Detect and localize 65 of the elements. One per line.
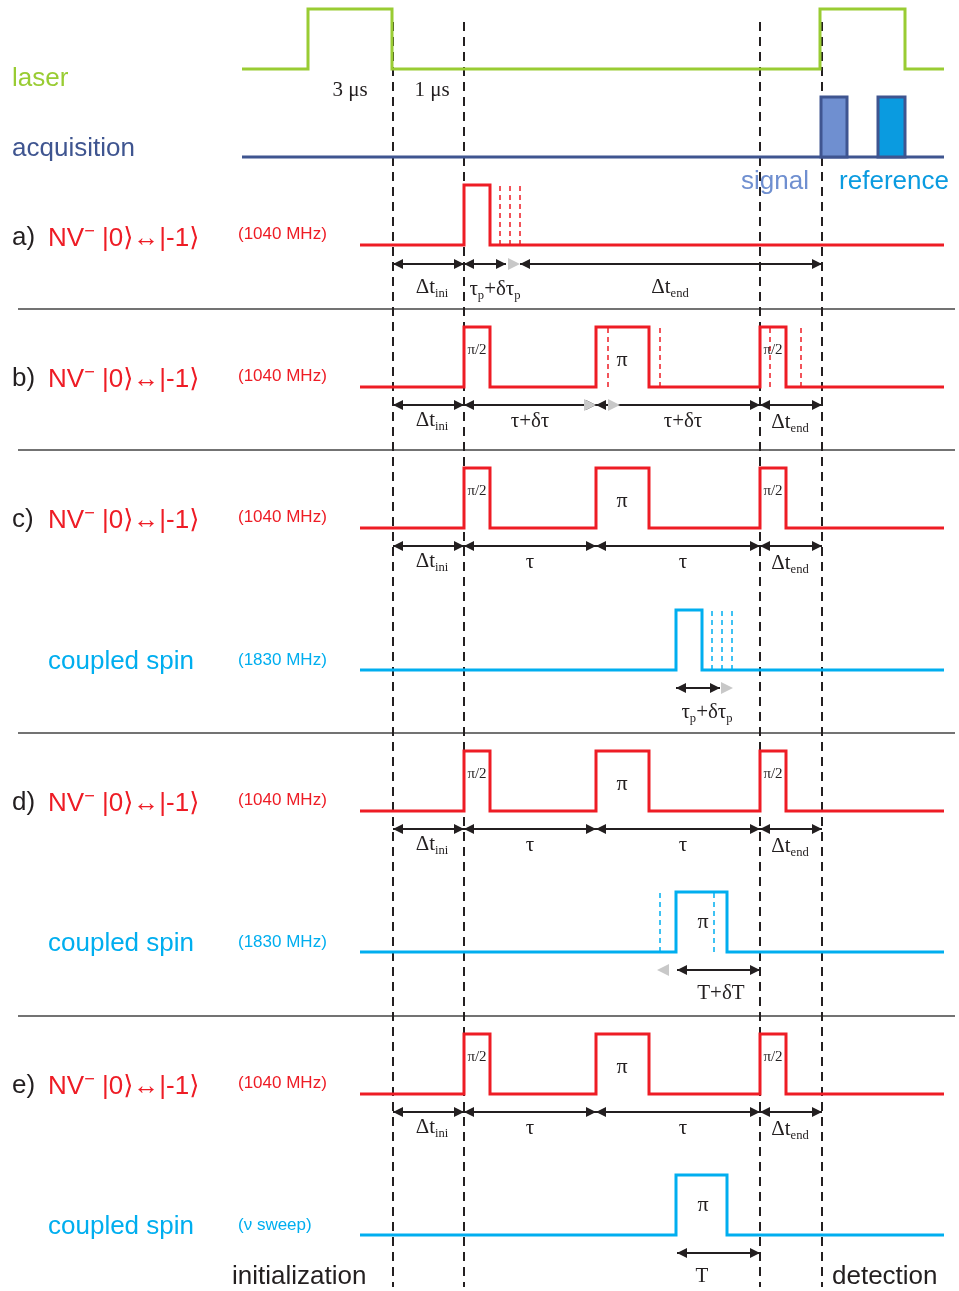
frequency-label: (1040 MHz) [238, 224, 327, 244]
time-label: τ+δτ [663, 409, 703, 433]
row-letter: e) [12, 1069, 36, 1099]
frequency-label: (1830 MHz) [238, 932, 327, 952]
time-label: τ [678, 833, 688, 857]
time-label: Δt$_{end}$ [771, 833, 809, 861]
time-label: Δt$_{end}$ [771, 550, 809, 578]
state-label: NV$^{−}$ |0⟩↔|-1⟩ [48, 220, 200, 252]
frequency-label: (1040 MHz) [238, 790, 327, 810]
pulse-label: π [616, 346, 628, 372]
channel-label: coupled spin [48, 1210, 194, 1240]
frequency-label: (1040 MHz) [238, 507, 327, 527]
pulse-label: π [616, 770, 628, 796]
pulse-label: π/2 [763, 340, 783, 358]
row-letter: a) [12, 221, 36, 251]
row-letter: c) [12, 503, 34, 533]
channel-label: coupled spin [48, 927, 194, 957]
pulse-label: π/2 [467, 764, 487, 782]
time-label: T [695, 1264, 709, 1288]
time-label: τ [525, 833, 535, 857]
time-label: Δt$_{end}$ [771, 409, 809, 437]
time-label: τ [678, 1116, 688, 1140]
state-label: NV$^{−}$ |0⟩↔|-1⟩ [48, 1068, 200, 1100]
row-letter: b) [12, 362, 36, 392]
time-label: Δt$_{ini}$ [415, 1114, 449, 1142]
pulse-label: π/2 [467, 1047, 487, 1065]
pulse-label: π [697, 908, 709, 934]
time-label: Δt$_{end}$ [771, 1116, 809, 1144]
phase-label: initialization [232, 1260, 367, 1290]
channel-label: coupled spin [48, 645, 194, 675]
state-label: NV$^{−}$ |0⟩↔|-1⟩ [48, 785, 200, 817]
frequency-label: (ν sweep) [238, 1215, 312, 1235]
channel-label: signal [741, 165, 809, 195]
time-label: T+δT [697, 981, 745, 1005]
channel-label: reference [839, 165, 949, 195]
pulse-label: π [616, 1053, 628, 1079]
pulse-label: π/2 [763, 764, 783, 782]
state-label: NV$^{−}$ |0⟩↔|-1⟩ [48, 361, 200, 393]
time-label: 3 μs [332, 78, 368, 102]
time-label: 1 μs [414, 78, 450, 102]
pulse-label: π [697, 1191, 709, 1217]
state-label: NV$^{−}$ |0⟩↔|-1⟩ [48, 502, 200, 534]
time-label: τ$_{p}$+δτ$_{p}$ [469, 276, 521, 304]
time-label: τ [525, 1116, 535, 1140]
pulse-label: π/2 [763, 481, 783, 499]
time-label: Δt$_{ini}$ [415, 831, 449, 859]
time-label: τ$_{p}$+δτ$_{p}$ [681, 699, 733, 727]
pulse-label: π [616, 487, 628, 513]
pulse-label: π/2 [467, 340, 487, 358]
row-letter: d) [12, 786, 36, 816]
phase-label: detection [832, 1260, 938, 1290]
frequency-label: (1040 MHz) [238, 1073, 327, 1093]
time-label: Δt$_{ini}$ [415, 548, 449, 576]
pulse-label: π/2 [467, 481, 487, 499]
frequency-label: (1040 MHz) [238, 366, 327, 386]
channel-label: acquisition [12, 132, 135, 162]
channel-label: laser [12, 62, 69, 92]
time-label: τ+δτ [510, 409, 550, 433]
pulse-label: π/2 [763, 1047, 783, 1065]
time-label: Δt$_{ini}$ [415, 407, 449, 435]
time-label: Δt$_{ini}$ [415, 274, 449, 302]
time-label: τ [678, 550, 688, 574]
time-label: Δt$_{end}$ [651, 274, 689, 302]
frequency-label: (1830 MHz) [238, 650, 327, 670]
time-label: τ [525, 550, 535, 574]
